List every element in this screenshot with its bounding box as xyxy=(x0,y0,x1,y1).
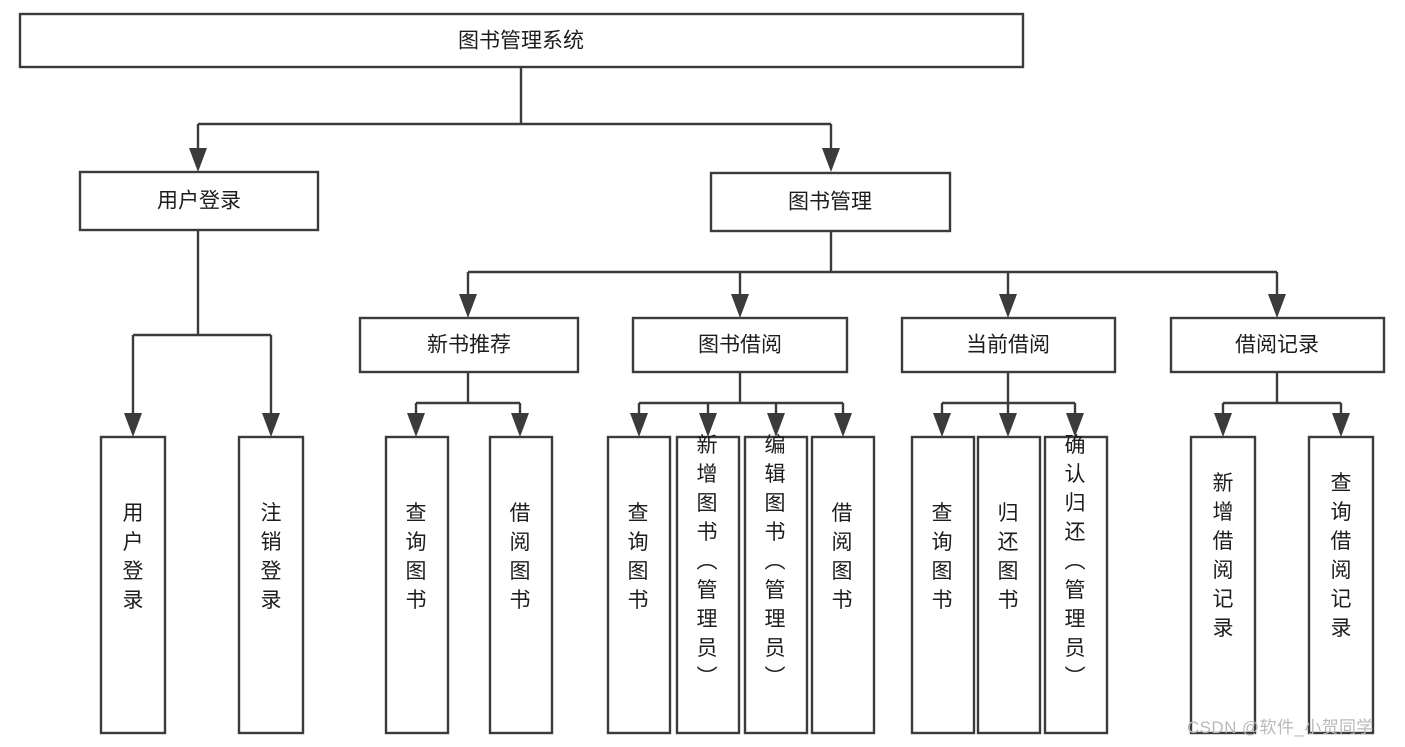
leaf-query-book-2[interactable]: 查询图书 xyxy=(606,435,672,735)
connector-borrow-record-trunk xyxy=(1221,372,1343,415)
leaf-confirm-return-label: 确认归还︵管理员︶ xyxy=(1065,434,1086,689)
node-book-management-box[interactable] xyxy=(709,171,952,233)
node-book-management-label: 图书管理 xyxy=(788,191,872,214)
leaf-add-book[interactable]: 新增图书︵管理员︶ xyxy=(675,434,741,735)
leaf-query-record-label: 查询借阅记录 xyxy=(1331,472,1352,640)
connector-book-borrow-trunk xyxy=(637,372,845,415)
arrow-bm-to-borrow-record xyxy=(1268,294,1286,318)
node-borrow-record-label: 借阅记录 xyxy=(1235,334,1319,357)
leaf-query-book-1-box[interactable] xyxy=(384,435,450,735)
leaf-borrow-book-1[interactable]: 借阅图书 xyxy=(488,435,554,735)
arrow-bm-to-current-borrow xyxy=(999,294,1017,318)
leaf-user-logout[interactable]: 注销登录 xyxy=(237,435,305,735)
node-book-borrow-label: 图书借阅 xyxy=(698,334,782,357)
leaf-add-record-label: 新增借阅记录 xyxy=(1213,472,1234,640)
node-current-borrow-label: 当前借阅 xyxy=(966,334,1050,357)
arrow-cb-to-leaf-0 xyxy=(933,413,951,437)
node-root-label: 图书管理系统 xyxy=(458,30,584,53)
leaf-query-record[interactable]: 查询借阅记录 xyxy=(1307,435,1375,735)
connector-root-trunk xyxy=(196,67,833,150)
leaf-borrow-book-2-label: 借阅图书 xyxy=(832,502,853,612)
node-new-book-recommend-box[interactable] xyxy=(358,316,580,374)
leaf-confirm-return-box[interactable] xyxy=(1043,435,1109,735)
leaf-edit-book[interactable]: 编辑图书︵管理员︶ xyxy=(743,434,809,735)
node-current-borrow[interactable]: 当前借阅 xyxy=(900,316,1117,374)
leaf-user-login-label: 用户登录 xyxy=(123,502,144,612)
arrow-bm-to-new-book-recommend xyxy=(459,294,477,318)
leaf-query-book-3-label: 查询图书 xyxy=(932,502,953,612)
node-root[interactable]: 图书管理系统 xyxy=(18,12,1025,69)
leaf-query-book-2-box[interactable] xyxy=(606,435,672,735)
leaf-return-book-box[interactable] xyxy=(976,435,1042,735)
leaf-add-book-box[interactable] xyxy=(675,435,741,735)
arrow-root-to-user-login xyxy=(189,148,207,172)
arrow-cb-to-leaf-1 xyxy=(999,413,1017,437)
arrow-bm-to-book-borrow xyxy=(731,294,749,318)
leaf-return-book[interactable]: 归还图书 xyxy=(976,435,1042,735)
node-user-login[interactable]: 用户登录 xyxy=(78,170,320,232)
node-root-box[interactable] xyxy=(18,12,1025,69)
leaf-query-book-3-box[interactable] xyxy=(910,435,976,735)
arrow-br-to-leaf-0 xyxy=(1214,413,1232,437)
connector-book-management-trunk xyxy=(466,231,1279,296)
leaf-edit-book-label: 编辑图书︵管理员︶ xyxy=(765,434,786,689)
leaf-query-record-box[interactable] xyxy=(1307,435,1375,735)
leaf-add-record-box[interactable] xyxy=(1189,435,1257,735)
leaf-add-book-label: 新增图书︵管理员︶ xyxy=(697,434,718,689)
leaf-user-logout-label: 注销登录 xyxy=(261,502,282,612)
arrow-root-to-book-management xyxy=(822,148,840,172)
node-borrow-record[interactable]: 借阅记录 xyxy=(1169,316,1386,374)
arrow-br-to-leaf-1 xyxy=(1332,413,1350,437)
node-borrow-record-box[interactable] xyxy=(1169,316,1386,374)
leaf-query-book-2-label: 查询图书 xyxy=(628,502,649,612)
leaf-user-logout-box[interactable] xyxy=(237,435,305,735)
arrow-user-login-to-leaf-0 xyxy=(124,413,142,437)
leaf-borrow-book-2-box[interactable] xyxy=(810,435,876,735)
arrow-bb-to-leaf-0 xyxy=(630,413,648,437)
leaf-return-book-label: 归还图书 xyxy=(998,502,1019,612)
csdn-watermark: CSDN @软件_小贺同学 xyxy=(1187,718,1374,737)
leaf-user-login-box[interactable] xyxy=(99,435,167,735)
node-book-borrow-box[interactable] xyxy=(631,316,849,374)
node-new-book-recommend-label: 新书推荐 xyxy=(427,334,511,357)
arrow-nbr-to-leaf-1 xyxy=(511,413,529,437)
arrow-bb-to-leaf-3 xyxy=(834,413,852,437)
arrow-bb-to-leaf-2 xyxy=(767,413,785,437)
leaf-query-book-1[interactable]: 查询图书 xyxy=(384,435,450,735)
leaf-query-book-3[interactable]: 查询图书 xyxy=(910,435,976,735)
leaf-add-record[interactable]: 新增借阅记录 xyxy=(1189,435,1257,735)
node-book-management[interactable]: 图书管理 xyxy=(709,171,952,233)
leaf-user-login[interactable]: 用户登录 xyxy=(99,435,167,735)
arrow-bb-to-leaf-1 xyxy=(699,413,717,437)
node-user-login-label: 用户登录 xyxy=(157,190,241,213)
leaf-borrow-book-1-box[interactable] xyxy=(488,435,554,735)
leaf-edit-book-box[interactable] xyxy=(743,435,809,735)
leaf-borrow-book-2[interactable]: 借阅图书 xyxy=(810,435,876,735)
connector-user-login-trunk xyxy=(131,230,273,415)
connector-new-book-recommend-trunk xyxy=(414,372,522,415)
leaf-query-book-1-label: 查询图书 xyxy=(406,502,427,612)
connector-current-borrow-trunk xyxy=(940,372,1077,415)
connector-layer xyxy=(124,67,1350,437)
arrow-user-login-to-leaf-1 xyxy=(262,413,280,437)
node-current-borrow-box[interactable] xyxy=(900,316,1117,374)
node-book-borrow[interactable]: 图书借阅 xyxy=(631,316,849,374)
node-user-login-box[interactable] xyxy=(78,170,320,232)
arrow-nbr-to-leaf-0 xyxy=(407,413,425,437)
leaf-confirm-return[interactable]: 确认归还︵管理员︶ xyxy=(1043,434,1109,735)
arrow-cb-to-leaf-2 xyxy=(1066,413,1084,437)
leaf-borrow-book-1-label: 借阅图书 xyxy=(510,502,531,612)
node-new-book-recommend[interactable]: 新书推荐 xyxy=(358,316,580,374)
